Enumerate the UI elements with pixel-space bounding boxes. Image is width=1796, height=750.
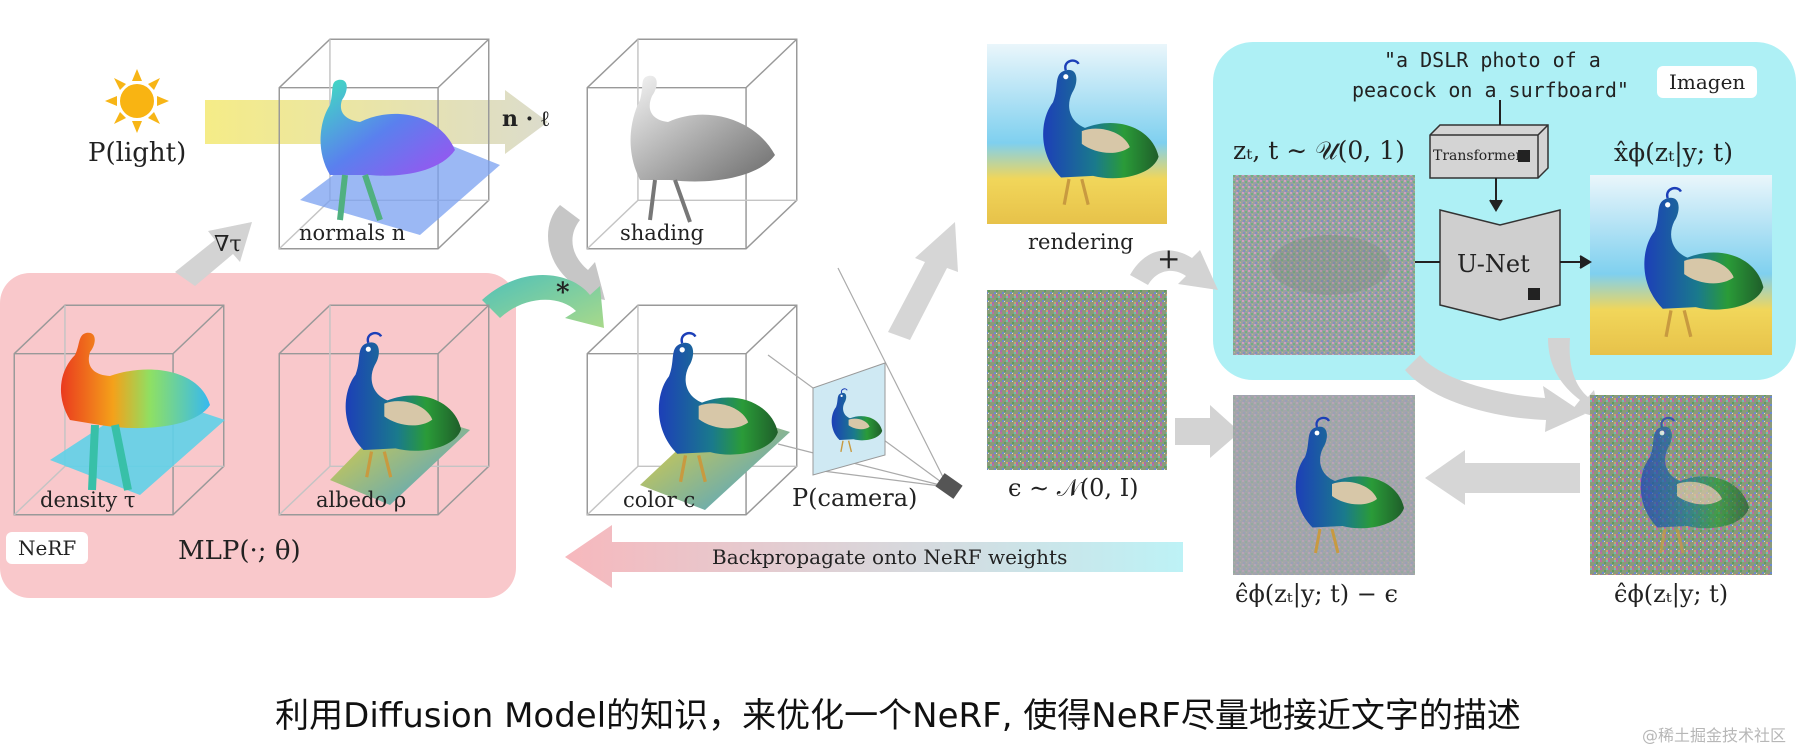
noisy-zt-image bbox=[1233, 175, 1415, 355]
color-peacock bbox=[640, 331, 790, 510]
xhat-to-epshat-arrow bbox=[1405, 355, 1585, 432]
imagen-connectors bbox=[1415, 100, 1592, 269]
transformer-label: Transformer bbox=[1433, 148, 1523, 164]
lock-icon bbox=[1518, 150, 1530, 162]
shading-to-color-arrow bbox=[548, 205, 605, 300]
watermark: @稀土掘金技术社区 bbox=[1641, 726, 1786, 745]
plus-label: + bbox=[1157, 242, 1181, 275]
imagen-tag: Imagen bbox=[1657, 66, 1758, 98]
eps-hat-label: ϵ̂ϕ(zₜ|y; t) bbox=[1614, 580, 1729, 608]
eps-diff-image bbox=[1233, 395, 1415, 575]
branch-arrow bbox=[1548, 338, 1600, 418]
backprop-arrow bbox=[565, 525, 1183, 588]
epshat-to-epsdiff-arrow bbox=[1425, 450, 1580, 505]
sun-icon bbox=[105, 69, 169, 133]
noise-label: ϵ ∼ 𝒩(0, I) bbox=[1008, 474, 1139, 502]
grad-label: ∇τ bbox=[214, 232, 242, 257]
dot-label: n · ℓ bbox=[502, 106, 550, 132]
rendering-label: rendering bbox=[1028, 230, 1134, 254]
normals-label: normals n bbox=[299, 221, 406, 245]
mlp-label: MLP(·; θ) bbox=[178, 536, 301, 566]
eps-hat-image bbox=[1590, 395, 1772, 575]
albedo-to-color-arrow bbox=[482, 275, 604, 328]
shading-peacock bbox=[630, 75, 775, 223]
light-label: P(light) bbox=[88, 138, 187, 168]
eps-diff-label: ϵ̂ϕ(zₜ|y; t) − ϵ bbox=[1235, 580, 1398, 608]
transformer-block bbox=[1429, 124, 1549, 179]
noise-image bbox=[987, 290, 1167, 470]
density-label: density τ bbox=[40, 488, 136, 512]
shading-label: shading bbox=[620, 221, 704, 245]
normals-peacock bbox=[300, 79, 500, 235]
albedo-peacock bbox=[330, 331, 470, 505]
xhat-label: x̂ϕ(zₜ|y; t) bbox=[1614, 138, 1733, 167]
render-arrow bbox=[888, 222, 958, 340]
rendering-plus-arrow bbox=[1130, 250, 1218, 290]
camera-label: P(camera) bbox=[792, 484, 918, 512]
rendering-image bbox=[987, 44, 1167, 224]
density-peacock bbox=[50, 332, 225, 495]
caption: 利用Diffusion Model的知识，来优化一个NeRF, 使得NeRF尽量… bbox=[275, 696, 1521, 736]
lock-icon bbox=[1528, 288, 1540, 300]
albedo-label: albedo ρ bbox=[316, 488, 407, 512]
backprop-label: Backpropagate onto NeRF weights bbox=[712, 545, 1068, 569]
prompt-line2: peacock on a surfboard" bbox=[1352, 78, 1629, 102]
grad-arrow bbox=[175, 222, 252, 286]
camera-icon bbox=[935, 473, 963, 499]
noise-to-epsdiff-arrow bbox=[1175, 405, 1240, 458]
unet-label: U-Net bbox=[1457, 250, 1530, 278]
xhat-image bbox=[1590, 175, 1772, 355]
unet-block bbox=[1439, 209, 1561, 321]
star-label: * bbox=[556, 278, 570, 308]
nerf-tag: NeRF bbox=[6, 532, 89, 564]
color-label: color c bbox=[623, 488, 696, 512]
prompt-line1: "a DSLR photo of a bbox=[1384, 48, 1601, 72]
zt-label: zₜ, t ∼ 𝒰(0, 1) bbox=[1233, 136, 1405, 165]
